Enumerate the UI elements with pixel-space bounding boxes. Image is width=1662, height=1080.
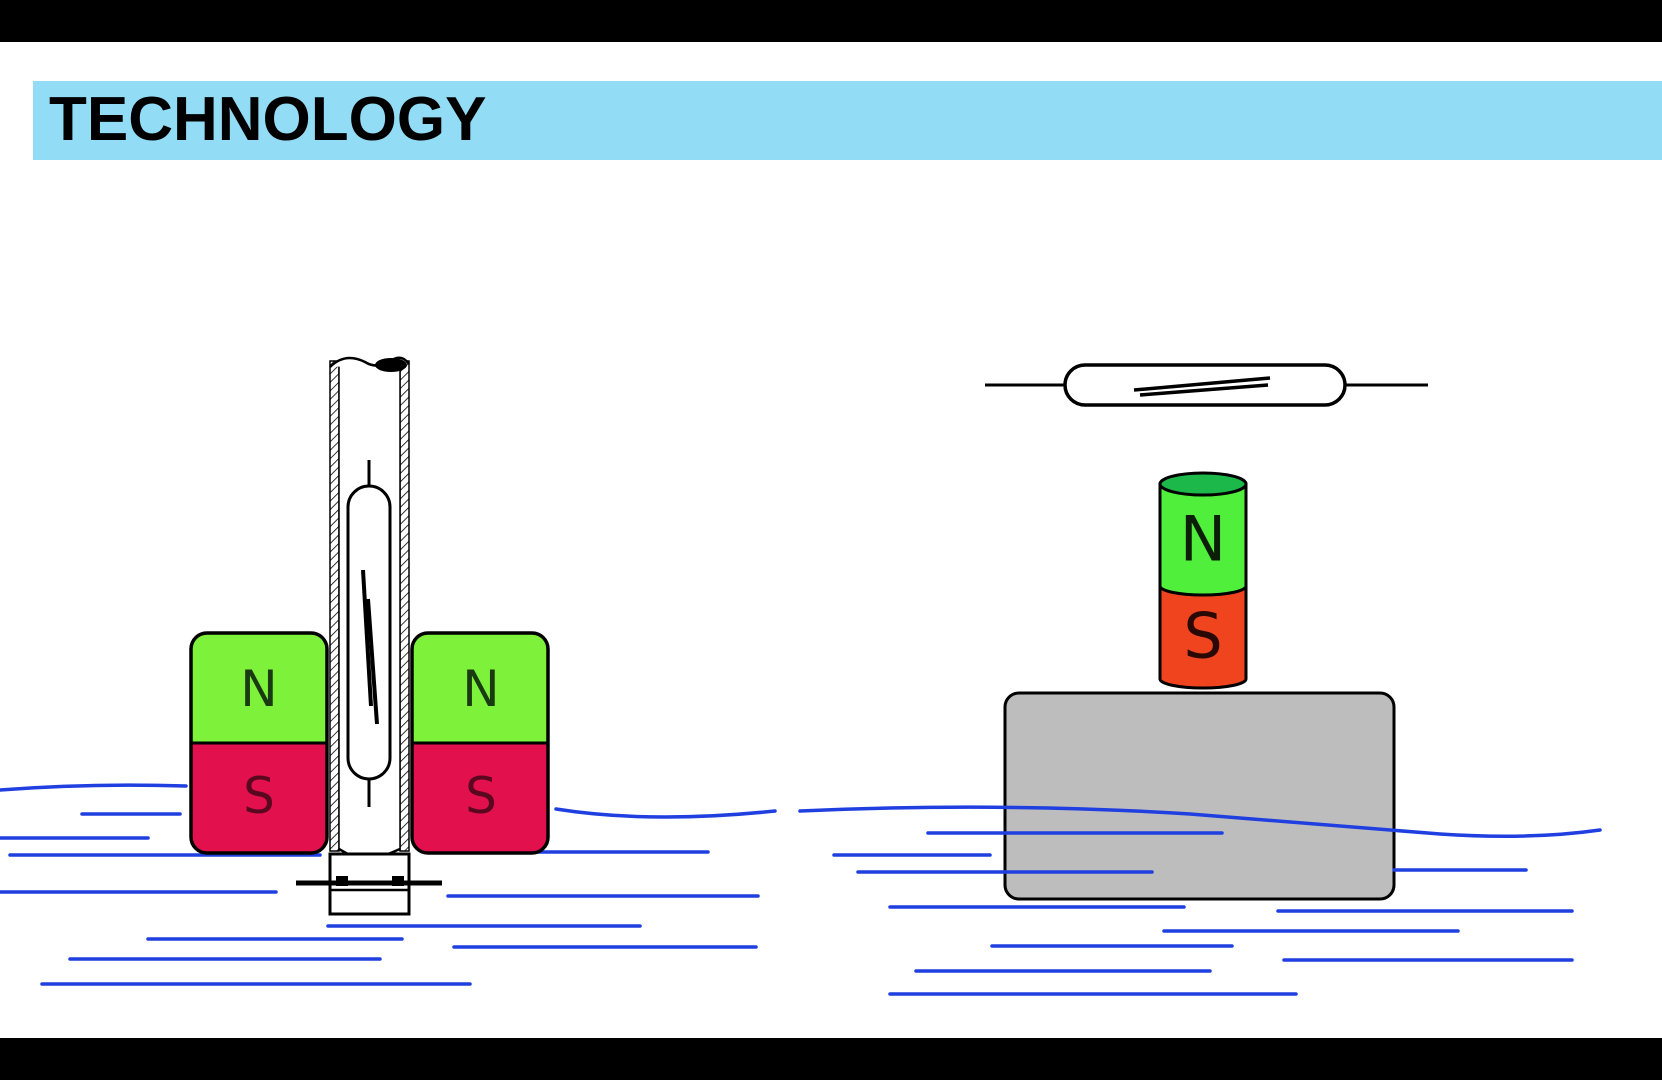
north-label: N bbox=[462, 660, 499, 718]
left-diagram: N S N S bbox=[0, 356, 777, 986]
slide-title: TECHNOLOGY bbox=[49, 85, 487, 154]
south-pole bbox=[191, 743, 327, 853]
north-label: N bbox=[240, 660, 277, 718]
south-pole bbox=[412, 743, 548, 853]
slide: TECHNOLOGY bbox=[0, 42, 1662, 1038]
left-water-surface-right bbox=[554, 807, 777, 819]
left-water-surface bbox=[0, 783, 188, 792]
north-pole bbox=[412, 633, 548, 743]
south-label: S bbox=[243, 767, 275, 825]
title-band: TECHNOLOGY bbox=[33, 81, 1662, 160]
magnet-top-cap bbox=[1158, 471, 1248, 497]
right-water bbox=[798, 805, 1602, 996]
south-pole bbox=[1158, 584, 1248, 690]
right-reed-switch bbox=[985, 363, 1428, 407]
left-reed-switch bbox=[346, 460, 392, 807]
south-label: S bbox=[465, 767, 497, 825]
right-bar-magnet: N S bbox=[1158, 471, 1248, 690]
north-pole bbox=[191, 633, 327, 743]
left-ring-magnet-left: N S bbox=[189, 631, 329, 855]
technology-diagram: N S N S bbox=[0, 356, 1602, 996]
south-label: S bbox=[1183, 600, 1222, 673]
left-ring-magnet-right: N S bbox=[410, 631, 550, 855]
left-water bbox=[0, 783, 777, 986]
right-water-surface bbox=[798, 805, 1602, 838]
tube-top-opening bbox=[375, 358, 407, 372]
float-body bbox=[1003, 691, 1396, 901]
north-label: N bbox=[1180, 503, 1226, 576]
north-pole bbox=[1158, 482, 1248, 597]
right-diagram: N S bbox=[798, 363, 1602, 996]
